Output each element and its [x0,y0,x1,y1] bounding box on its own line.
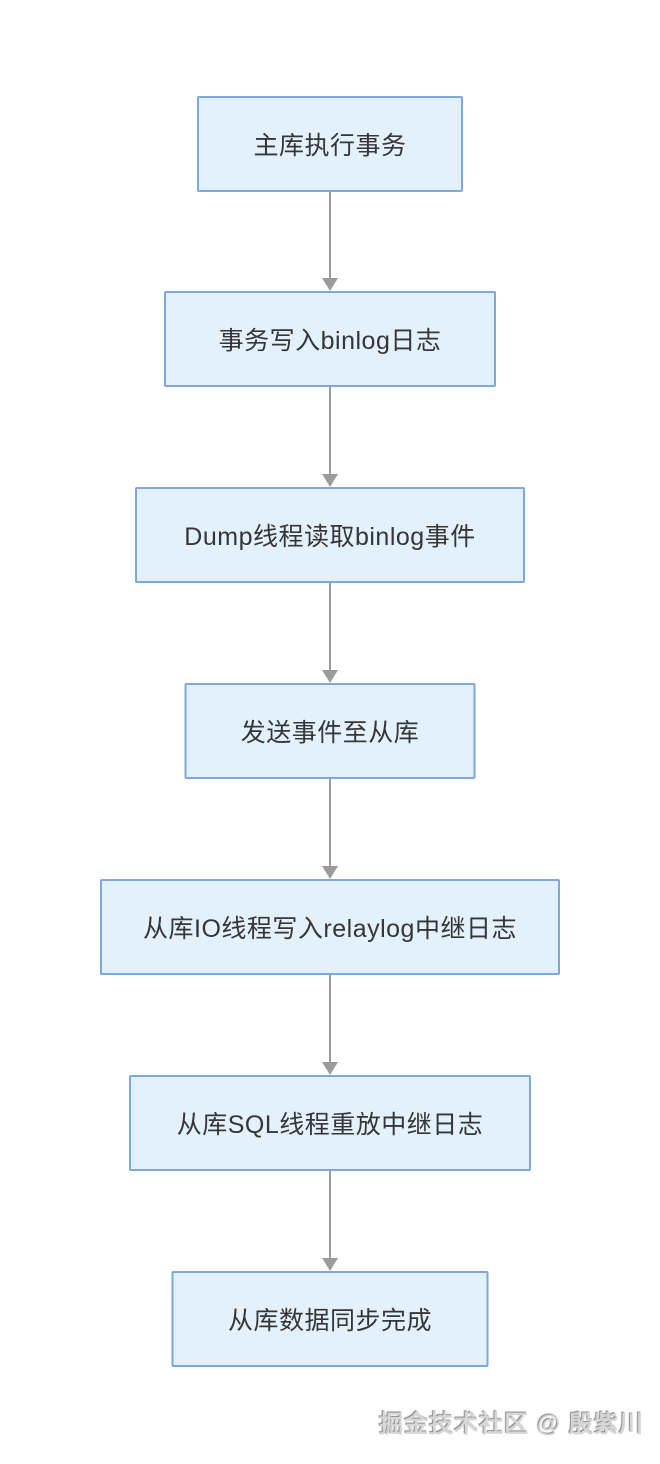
flow-node-master-executes-transaction: 主库执行事务 [197,96,463,192]
arrow-head [322,866,338,879]
flow-node-label: 发送事件至从库 [240,719,420,747]
flow-node-label: 从库SQL线程重放中继日志 [176,1111,484,1139]
flow-node-sync-complete: 从库数据同步完成 [171,1271,489,1367]
arrow-shaft [329,192,331,279]
flow-node-write-binlog: 事务写入binlog日志 [164,291,496,387]
flow-node-io-thread-writes-relaylog: 从库IO线程写入relaylog中继日志 [100,879,560,975]
arrow-shaft [329,779,331,867]
arrow-down-icon [321,1171,339,1271]
flow-node-label: Dump线程读取binlog事件 [184,523,476,551]
arrow-shaft [329,1171,331,1259]
arrow-shaft [329,583,331,671]
arrow-head [322,1258,338,1271]
arrow-head [322,278,338,291]
arrow-down-icon [321,192,339,291]
flow-node-sql-thread-replays-relaylog: 从库SQL线程重放中继日志 [129,1075,531,1171]
arrow-down-icon [321,975,339,1075]
arrow-head [322,1062,338,1075]
flow-node-label: 事务写入binlog日志 [218,327,442,355]
arrow-shaft [329,387,331,475]
arrow-down-icon [321,583,339,683]
flow-node-label: 主库执行事务 [253,132,407,160]
arrow-down-icon [321,779,339,879]
flow-node-label: 从库IO线程写入relaylog中继日志 [143,915,517,943]
arrow-down-icon [321,387,339,487]
arrow-head [322,474,338,487]
watermark: 掘金技术社区 @ 殷紫川 [379,1411,644,1438]
arrow-shaft [329,975,331,1063]
flow-node-dump-thread-reads-binlog: Dump线程读取binlog事件 [135,487,525,583]
flow-node-send-events-to-slave: 发送事件至从库 [184,683,476,779]
flow-node-label: 从库数据同步完成 [227,1307,432,1335]
arrow-head [322,670,338,683]
